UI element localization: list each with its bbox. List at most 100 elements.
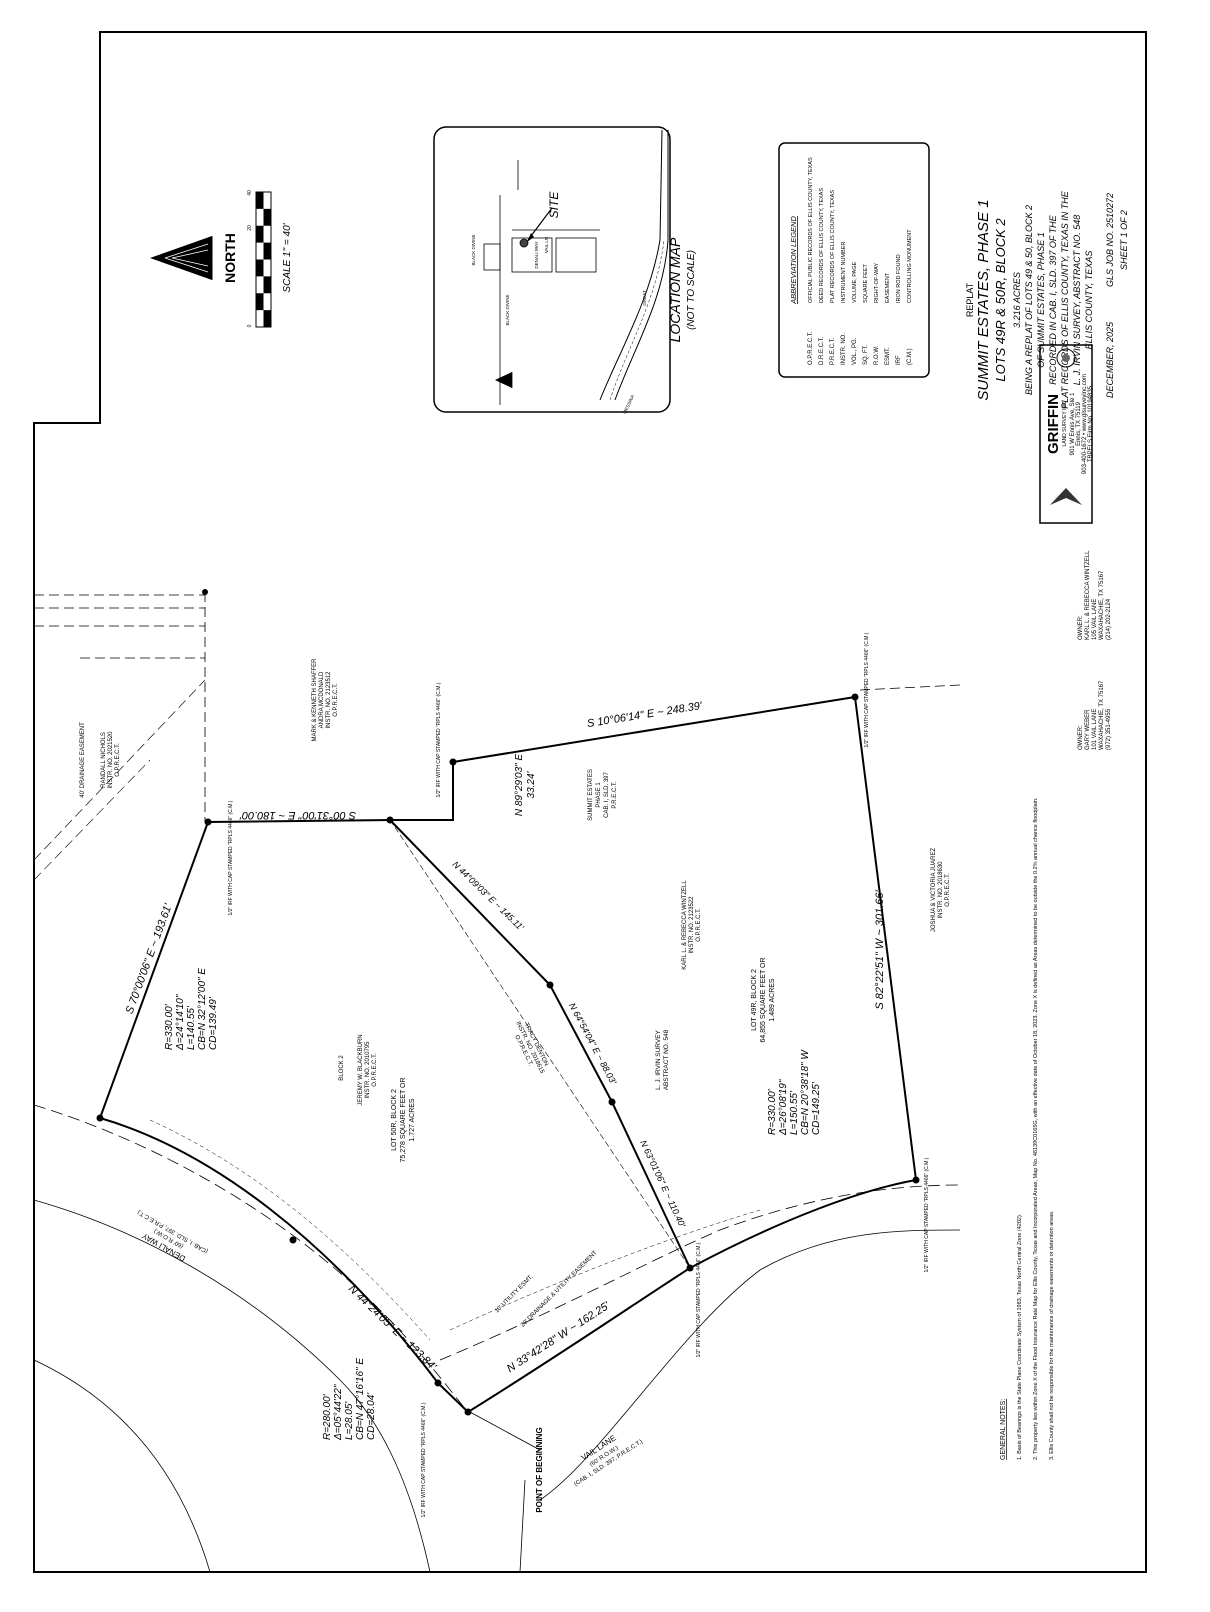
owner-1-line: 101 VAIL LANE bbox=[1092, 709, 1098, 750]
adjacent-owner: RANDALL NICHOLS bbox=[101, 732, 107, 788]
curve-1-line: L=140.55' bbox=[186, 1005, 197, 1050]
job-number: GLS JOB NO. 2510272 bbox=[1105, 193, 1115, 287]
legend-abbreviation: R.O.W. bbox=[874, 345, 880, 365]
adjacent-owner: O.P.R.E.C.T. bbox=[945, 873, 951, 907]
general-note: 3. Ellis County shall not be responsible… bbox=[1049, 1210, 1055, 1460]
scale-bar-segment bbox=[256, 225, 264, 243]
scale-bar-segment bbox=[256, 259, 264, 277]
owner-2-line: 105 VAIL LANE bbox=[1092, 599, 1098, 640]
sheet-number: SHEET 1 OF 2 bbox=[1119, 210, 1129, 270]
scale-bar-segment bbox=[256, 293, 264, 311]
map-north-arrow-icon bbox=[495, 372, 512, 388]
legend-abbreviation: ESMT. bbox=[885, 347, 891, 365]
lot-49r-acres: 1.489 ACRES bbox=[769, 978, 776, 1022]
irf-label: 1/2" IRF WITH CAP STAMPED "RPLS 4466" (C… bbox=[228, 800, 234, 915]
monument-icon bbox=[449, 758, 457, 766]
adjacent-owner: INSTR. NO. 2021520 bbox=[108, 731, 114, 789]
site-marker-icon bbox=[519, 238, 529, 248]
scale-label: SCALE 1" = 40' bbox=[282, 222, 293, 292]
desc-line-1: BEING A REPLAT OF LOTS 49 & 50, BLOCK 2 bbox=[1024, 205, 1034, 395]
boundary-calls: S 10°06'14" E ~ 248.39' N 89°29'03" E 33… bbox=[124, 700, 886, 1375]
adjacent-owner: JEREMY W. BLACKBURN bbox=[358, 1034, 364, 1105]
lot-labels: LOT 49R, BLOCK 2 64,855 SQUARE FEET OR 1… bbox=[339, 957, 776, 1162]
legend-meaning: EASEMENT bbox=[885, 272, 891, 303]
irf-label: 1/2" IRF WITH CAP STAMPED "RPLS 4466" (C… bbox=[696, 1242, 702, 1357]
point-of-beginning: POINT OF BEGINNING bbox=[535, 1427, 544, 1512]
curve-2-line: Δ=26°08'19" bbox=[778, 1079, 789, 1136]
irf-label: 1/2" IRF WITH CAP STAMPED "RPLS 4466" (C… bbox=[924, 1157, 930, 1272]
monument-icon bbox=[204, 818, 212, 826]
company-eagle-icon bbox=[1050, 488, 1082, 505]
curve-3-line: CB=N 47°16'16" E bbox=[355, 1358, 366, 1440]
call-vail: N 33°42'28" W ~ 162.25' bbox=[505, 1299, 613, 1375]
north-arrow-icon bbox=[150, 236, 212, 280]
monument-icon bbox=[608, 1098, 616, 1106]
misc-labels: POINT OF BEGINNING VAIL LANE (60' R.O.W.… bbox=[80, 550, 1112, 1518]
abbreviation-legend: ABBREVIATION LEGEND O.P.R.E.C.T. OFFICIAL… bbox=[778, 142, 930, 378]
legend-meaning: CONTROLLING MONUMENT bbox=[907, 229, 913, 303]
road-label: GREAT bbox=[642, 290, 647, 305]
legend-abbreviation: SQ. FT. bbox=[863, 344, 869, 365]
monument-icon bbox=[912, 1176, 920, 1184]
scale-bar-segment bbox=[263, 208, 271, 226]
monument-icon bbox=[289, 1236, 297, 1244]
adjacent-owner: ANDRA MCDONALD bbox=[319, 671, 325, 728]
irf-label: 1/2" IRF WITH CAP STAMPED "RPLS 4466" (C… bbox=[864, 632, 870, 747]
drainage-label: 40' DRAINAGE EASEMENT bbox=[80, 722, 86, 798]
desc-line-5: L. J. IRVIN SURVEY, ABSTRACT NO. 548 bbox=[1072, 215, 1082, 386]
call-short-2: 33.24' bbox=[526, 770, 537, 798]
legend-abbreviation: (C.M.) bbox=[907, 348, 913, 365]
call-south: S 82°22'51" W ~ 301.66' bbox=[874, 889, 886, 1009]
call-north: S 00°31'00" E ~ 180.00' bbox=[239, 809, 356, 821]
legend-meaning: OFFICIAL PUBLIC RECORDS OF ELLIS COUNTY,… bbox=[808, 157, 814, 303]
owner-1-line: (972) 351-4955 bbox=[1106, 708, 1112, 750]
call-divider-3: N 63°01'06" E ~ 110.40' bbox=[638, 1139, 687, 1229]
adjacent-linework bbox=[33, 592, 961, 1573]
owner-2-line: KARL L. & REBECCA WINTZELL bbox=[1085, 550, 1091, 640]
utility-label: 10' UTILITY ESMT. bbox=[494, 1274, 535, 1315]
adjacent-owner: JOSHUA & VICTORIA JUAREZ bbox=[931, 848, 937, 933]
scale-tick: 40 bbox=[247, 190, 253, 196]
company-sub: LAND SURVEY INC bbox=[1062, 401, 1068, 446]
monument-icon bbox=[851, 693, 859, 701]
north-arrow: NORTH 0 20 40 SCALE 1" = 40' bbox=[150, 190, 293, 328]
general-note: 2. This property lies within Zone X of t… bbox=[1033, 797, 1039, 1460]
general-note: 1. Basis of Bearings is the State Plane … bbox=[1017, 1213, 1023, 1460]
adjacent-owner: O.P.R.E.C.T. bbox=[333, 683, 339, 717]
legend-meaning: DEED RECORDS OF ELLIS COUNTY, TEXAS bbox=[819, 188, 825, 303]
legend-meaning: INSTRUMENT NUMBER bbox=[841, 242, 847, 303]
legend-meaning: VOLUME, PAGE bbox=[852, 262, 858, 303]
sheet-border bbox=[33, 31, 1147, 1573]
curve-2-line: CB=N 20°38'18" W bbox=[800, 1049, 811, 1135]
summit-label: SUMMIT ESTATES bbox=[588, 769, 594, 821]
irf-label: 1/2" IRF WITH CAP STAMPED "RPLS 4466" (C… bbox=[421, 1402, 427, 1517]
irf-label: 1/2" IRF WITH CAP STAMPED "RPLS 4466" (C… bbox=[436, 682, 442, 797]
curve-3-line: Δ=05°44'22" bbox=[333, 1384, 344, 1441]
scale-tick: 20 bbox=[247, 225, 253, 231]
legend-abbreviation: VOL., PG. bbox=[852, 337, 858, 365]
legend-abbreviation: O.P.R.E.C.T. bbox=[808, 331, 814, 365]
monuments bbox=[96, 589, 920, 1416]
location-map-title: LOCATION MAP bbox=[667, 237, 683, 342]
owner-1-line: GARY WEBER bbox=[1085, 709, 1091, 750]
location-map-subtitle: (NOT TO SCALE) bbox=[686, 250, 697, 330]
desc-line-3: RECORDED IN CAB. I, SLD. 397 OF THE bbox=[1048, 214, 1058, 384]
lot-50r-name: LOT 50R, BLOCK 2 bbox=[391, 1089, 398, 1151]
legend-title: ABBREVIATION LEGEND bbox=[789, 216, 798, 305]
curve-3-line: R=280.00' bbox=[322, 1393, 333, 1440]
lot-49r-area: 64,855 SQUARE FEET OR bbox=[760, 957, 767, 1042]
survey-name: L. J. IRVIN SURVEY bbox=[655, 1029, 662, 1089]
company-address-1: 901 W Ennis Ave, Ste 1 bbox=[1070, 392, 1076, 456]
owner-2-line: OWNER: bbox=[1078, 615, 1084, 640]
scale-tick: 0 bbox=[247, 324, 253, 327]
summit-label: P.R.E.C.T. bbox=[612, 781, 618, 809]
adjacent-owner: INSTR. NO. 2123512 bbox=[326, 671, 332, 729]
legend-abbreviation: D.R.E.C.T. bbox=[819, 336, 825, 365]
plat-date: DECEMBER, 2025 bbox=[1105, 321, 1115, 398]
legend-meaning: SQUARE FEET bbox=[863, 264, 869, 303]
call-divider-2: N 64°54'04" E ~ 88.03' bbox=[567, 1001, 618, 1086]
property-boundary bbox=[99, 696, 917, 1413]
adjacent-owner: MARK & KENNETH SHAFFER bbox=[312, 658, 318, 742]
curve-1-line: CB=N 32°12'00" E bbox=[197, 968, 208, 1050]
